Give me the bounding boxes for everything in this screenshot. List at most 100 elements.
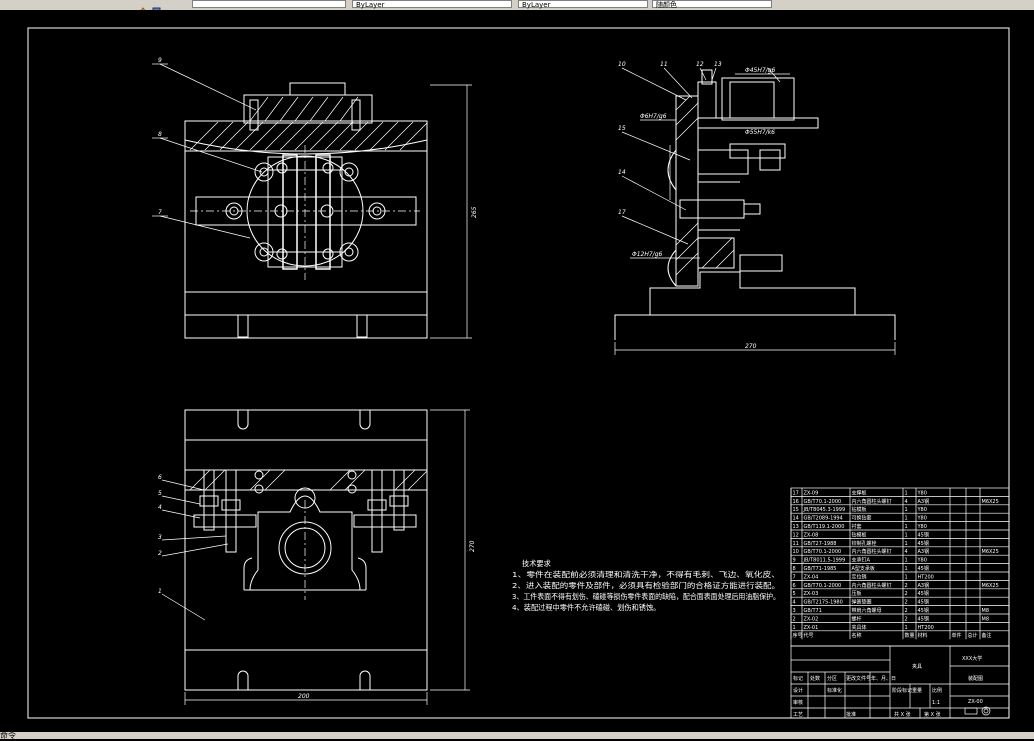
parts-cell-code: GB/T71-1985	[804, 566, 837, 572]
balloon-3: 3	[158, 534, 162, 541]
note-4: 4、装配过程中零件不允许磕碰、划伤和锈蚀。	[512, 603, 660, 612]
tb-school: XXX大学	[962, 655, 982, 662]
tb-sheet-total: 共 X 张	[894, 711, 911, 718]
parts-cell-qty: 2	[905, 591, 908, 597]
balloon-9: 9	[158, 57, 162, 64]
parts-cell-mat: 45钢	[918, 590, 929, 597]
parts-cell-name: 衬套	[852, 523, 862, 530]
parts-header-cell: 备注	[982, 632, 992, 639]
parts-cell-mat: 45钢	[918, 599, 929, 606]
parts-cell-no: 10	[793, 549, 799, 555]
parts-cell-qty: 1	[905, 558, 908, 564]
parts-cell-qty: 1	[905, 566, 908, 572]
balloon-5: 5	[158, 490, 162, 497]
plotstyle-dropdown[interactable]: 随颜色	[652, 0, 772, 9]
parts-cell-name: 可换钻套	[852, 515, 872, 522]
fit-label-6: Φ6H7/g6	[640, 113, 667, 120]
balloon-11: 11	[660, 61, 668, 68]
tb-marker-label: 标记	[793, 675, 803, 682]
parts-cell-name: 铰制孔螺栓	[852, 540, 877, 547]
parts-cell-name: 内六角圆柱头螺钉	[852, 498, 892, 505]
tb-check-label: 审核	[793, 699, 803, 706]
parts-cell-mat: 45钢	[918, 540, 929, 547]
parts-cell-no: 12	[793, 532, 799, 538]
parts-cell-code: GB/T70.1-2000	[804, 499, 842, 505]
tb-date-label: 年、月、日	[871, 675, 896, 682]
parts-cell-code: ZX-02	[804, 616, 819, 622]
drawing-canvas[interactable]: 9 8 7 265	[0, 10, 1034, 732]
drawing-border	[27, 27, 1010, 719]
status-bar: 命令	[0, 731, 1034, 740]
parts-cell-mat: HT200	[918, 574, 934, 580]
parts-cell-qty: 1	[905, 625, 908, 631]
parts-cell-name: 内六角圆柱头螺钉	[852, 548, 892, 555]
top-view	[152, 63, 472, 339]
dim-side-width: 270	[745, 343, 757, 350]
fit-label-12: Φ12H7/g6	[632, 251, 663, 258]
parts-cell-no: 7	[793, 574, 796, 580]
parts-cell-mat: Y80	[917, 516, 927, 522]
parts-header-cell: 材料	[918, 632, 928, 639]
parts-cell-note: M6X25	[982, 499, 999, 505]
command-prompt[interactable]: 命令	[0, 731, 16, 740]
parts-cell-code: ZX-03	[804, 591, 819, 597]
balloon-7: 7	[158, 209, 162, 216]
parts-cell-qty: 1	[905, 524, 908, 530]
balloon-10: 10	[618, 61, 626, 68]
tb-sheet-no: 第 X 张	[924, 711, 941, 718]
tb-change-label: 更改文件号	[846, 675, 871, 682]
linetype-dropdown[interactable]: ByLayer	[518, 0, 648, 9]
parts-cell-no: 2	[793, 616, 796, 622]
parts-cell-name: 支撑板	[852, 489, 867, 496]
parts-cell-name: 内六角圆柱头螺钉	[852, 582, 892, 589]
parts-header-cell: 数量	[905, 632, 915, 639]
parts-cell-qty: 1	[905, 541, 908, 547]
parts-cell-code: GB/T119.1-2000	[804, 524, 845, 530]
tb-drawing-name: 夹具	[912, 663, 922, 670]
balloon-13: 13	[714, 61, 722, 68]
section-view	[161, 409, 470, 705]
parts-cell-no: 8	[793, 566, 796, 572]
parts-cell-note: M6X25	[982, 549, 999, 555]
note-2: 2、进入装配的零件及部件，必须具有检验部门的合格证方能进行装配。	[512, 581, 780, 590]
notes-title: 技术要求	[522, 559, 551, 568]
parts-cell-code: ZX-01	[804, 625, 819, 631]
color-dropdown[interactable]: ByLayer	[352, 0, 512, 9]
cube-icon[interactable]	[152, 0, 162, 15]
note-1: 1、零件在装配前必须清理和清洗干净，不得有毛刺、飞边、氧化皮、	[512, 570, 780, 579]
parts-cell-qty: 1	[905, 532, 908, 538]
parts-cell-name: 钻模板	[852, 506, 867, 513]
parts-cell-mat: Y80	[917, 558, 927, 564]
parts-cell-qty: 4	[905, 549, 908, 555]
tb-weight-label: 重量	[912, 687, 922, 694]
balloon-1: 1	[158, 588, 162, 595]
parts-cell-no: 3	[793, 608, 796, 614]
parts-cell-code: ZX-09	[804, 490, 819, 496]
parts-cell-code: GB/T71	[804, 608, 822, 614]
parts-cell-no: 9	[793, 558, 796, 564]
parts-cell-code: GB/T2175-1980	[804, 600, 843, 606]
balloon-8: 8	[158, 131, 162, 138]
parts-header-cell: 序号	[793, 632, 803, 639]
tb-scale-value: 1:1	[932, 700, 940, 706]
parts-cell-name: 钻模板	[852, 531, 867, 538]
parts-cell-mat: HT200	[918, 625, 934, 631]
layer-icon[interactable]	[137, 0, 149, 14]
parts-cell-name: 夹具体	[852, 624, 867, 631]
parts-cell-name: 压板	[852, 590, 862, 597]
parts-cell-name: 弹簧垫圈	[852, 599, 872, 606]
fit-label-45: Φ45H7/g6	[745, 67, 776, 74]
parts-cell-qty: 4	[905, 499, 908, 505]
tb-process-label: 工艺	[793, 712, 803, 718]
parts-cell-qty: 1	[905, 507, 908, 513]
balloon-15: 15	[618, 125, 626, 132]
tb-approve-label: 批准	[846, 711, 856, 718]
title-block	[790, 645, 1010, 719]
dim-top-height: 265	[471, 206, 478, 218]
side-view	[614, 67, 896, 355]
parts-cell-mat: Y80	[917, 524, 927, 530]
parts-cell-code: GB/T70.1-2000	[804, 583, 842, 589]
parts-cell-mat: A3钢	[918, 498, 930, 505]
layer-dropdown[interactable]	[192, 0, 346, 8]
